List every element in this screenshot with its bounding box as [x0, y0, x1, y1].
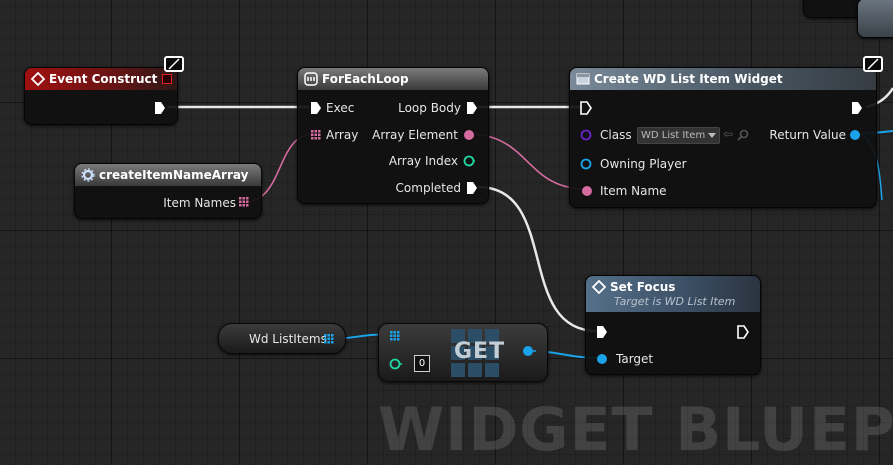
screen-monitor-icon: [164, 56, 184, 72]
create-item-name-array-node[interactable]: createItemNameArray Item Names: [74, 163, 262, 219]
event-construct-node[interactable]: Event Construct: [24, 67, 178, 125]
loop-body-label: Loop Body: [398, 101, 461, 115]
set-focus-title: Set Focus: [610, 280, 676, 294]
wd-listitems-array-pin[interactable]: [324, 334, 334, 344]
widget-icon: [576, 73, 590, 85]
offscreen-node-right[interactable]: [857, 0, 893, 38]
return-value-label: Return Value: [769, 128, 846, 142]
wd-listitems-label: Wd ListItems: [249, 332, 327, 346]
class-dropdown[interactable]: WD List Item: [637, 127, 721, 144]
widget-blueprint-watermark: WIDGET BLUEPRINT: [378, 395, 893, 465]
event-diamond-icon: [31, 72, 45, 86]
foreach-loop-header: ForEachLoop: [298, 68, 488, 90]
set-focus-node[interactable]: Set Focus Target is WD List Item Target: [585, 275, 761, 375]
target-pin[interactable]: [596, 353, 608, 365]
exec-out-pin[interactable]: [154, 101, 166, 115]
function-diamond-icon: [592, 280, 606, 294]
item-name-label: Item Name: [600, 184, 667, 198]
create-item-name-array-header: createItemNameArray: [75, 164, 261, 186]
set-focus-exec-in-pin[interactable]: [596, 325, 608, 339]
target-label: Target: [616, 352, 654, 366]
function-gear-icon: [81, 168, 95, 182]
create-item-name-array-title: createItemNameArray: [99, 168, 249, 182]
get-index-pin[interactable]: [389, 358, 403, 370]
get-array-node[interactable]: GET 0: [378, 323, 548, 382]
exec-in-label: Exec: [326, 101, 355, 115]
exec-wire-completed-to-setfocus: [477, 185, 598, 333]
event-close-icon[interactable]: [162, 74, 172, 84]
screen-monitor-icon-2: [863, 56, 883, 72]
get-output-pin[interactable]: [522, 345, 536, 357]
event-construct-title: Event Construct: [49, 72, 158, 86]
class-pin[interactable]: [580, 129, 592, 141]
array-index-label: Array Index: [388, 154, 458, 168]
class-dropdown-value: WD List Item: [641, 130, 706, 141]
get-label: GET: [454, 339, 506, 364]
item-names-array-pin[interactable]: [239, 197, 249, 207]
foreach-loop-node[interactable]: ForEachLoop Exec Array Loop Body Array E…: [297, 67, 489, 204]
item-names-label: Item Names: [163, 196, 236, 210]
create-exec-in-pin[interactable]: [580, 101, 592, 115]
array-element-pin[interactable]: [463, 129, 475, 141]
exec-in-pin[interactable]: [310, 101, 322, 115]
get-index-input[interactable]: 0: [414, 355, 430, 372]
completed-exec-pin[interactable]: [466, 181, 478, 195]
create-widget-title: Create WD List Item Widget: [594, 72, 783, 86]
browse-search-icon[interactable]: [737, 129, 749, 141]
owning-player-label: Owning Player: [600, 157, 687, 171]
owning-player-pin[interactable]: [580, 158, 592, 170]
event-construct-header: Event Construct: [25, 68, 177, 90]
get-array-in-pin[interactable]: [390, 331, 400, 341]
array-in-pin[interactable]: [311, 130, 321, 140]
return-value-pin[interactable]: [849, 129, 861, 141]
use-selected-arrow-icon[interactable]: ⇦: [723, 127, 734, 141]
array-grid-watermark-icon: [451, 329, 499, 377]
foreach-loop-title: ForEachLoop: [322, 72, 409, 86]
class-label: Class: [600, 128, 632, 142]
completed-label: Completed: [395, 181, 461, 195]
chevron-down-icon: [708, 133, 717, 138]
set-focus-subtitle: Target is WD List Item: [614, 295, 736, 308]
wd-listitems-variable-node[interactable]: Wd ListItems: [218, 323, 346, 354]
create-widget-node[interactable]: Create WD List Item Widget Class WD List…: [569, 67, 877, 208]
set-focus-header: Set Focus Target is WD List Item: [586, 276, 760, 312]
create-widget-header: Create WD List Item Widget: [570, 68, 876, 90]
array-index-pin[interactable]: [463, 155, 475, 167]
array-element-label: Array Element: [372, 128, 458, 142]
macro-icon: [304, 72, 318, 86]
set-focus-exec-out-pin[interactable]: [737, 325, 749, 339]
array-in-label: Array: [326, 128, 359, 142]
item-name-pin[interactable]: [581, 185, 593, 197]
loop-body-exec-pin[interactable]: [466, 101, 478, 115]
create-exec-out-pin[interactable]: [851, 101, 863, 115]
